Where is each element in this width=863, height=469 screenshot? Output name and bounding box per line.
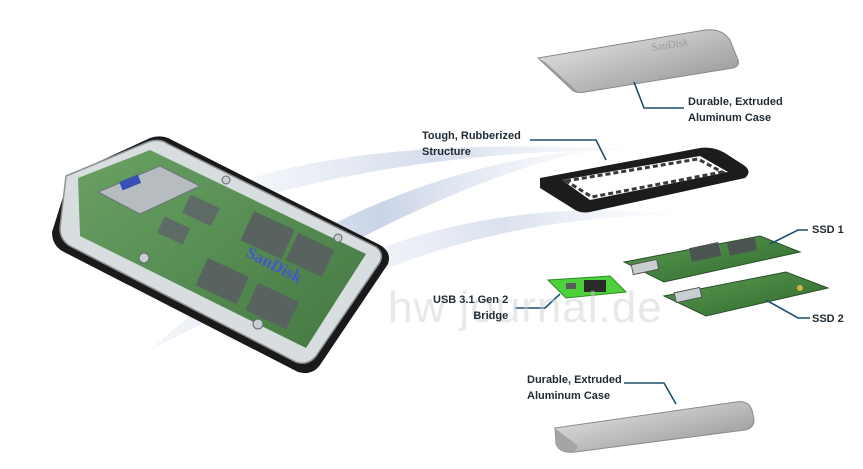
label-rubberized-structure: Tough, Rubberized Structure (422, 130, 521, 158)
usb-bridge-board (546, 275, 628, 299)
leader-structure (530, 139, 607, 161)
label-bottom-case: Durable, Extruded Aluminum Case (527, 374, 622, 402)
watermark: hw journal.de (388, 283, 663, 332)
label-ssd2: SSD 2 (812, 313, 844, 325)
ssd2-board (662, 271, 830, 317)
leader-ssd2 (765, 299, 810, 319)
label-top-case: Durable, Extruded Aluminum Case (688, 96, 783, 124)
case-logo: SanDisk (651, 36, 690, 54)
leader-top-case (633, 81, 684, 109)
label-ssd1: SSD 1 (812, 224, 844, 236)
leader-lines (515, 81, 810, 405)
leader-ssd1 (769, 229, 808, 245)
assembled-drive: SanDisk (52, 136, 389, 374)
leader-bridge (515, 293, 561, 309)
leader-bottom-case (624, 382, 677, 405)
ssd1-board (622, 235, 802, 283)
bottom-aluminum-case (554, 401, 755, 453)
top-aluminum-case: SanDisk (536, 29, 739, 93)
label-usb-bridge: USB 3.1 Gen 2 Bridge (433, 294, 509, 322)
rubberized-structure (540, 147, 749, 213)
